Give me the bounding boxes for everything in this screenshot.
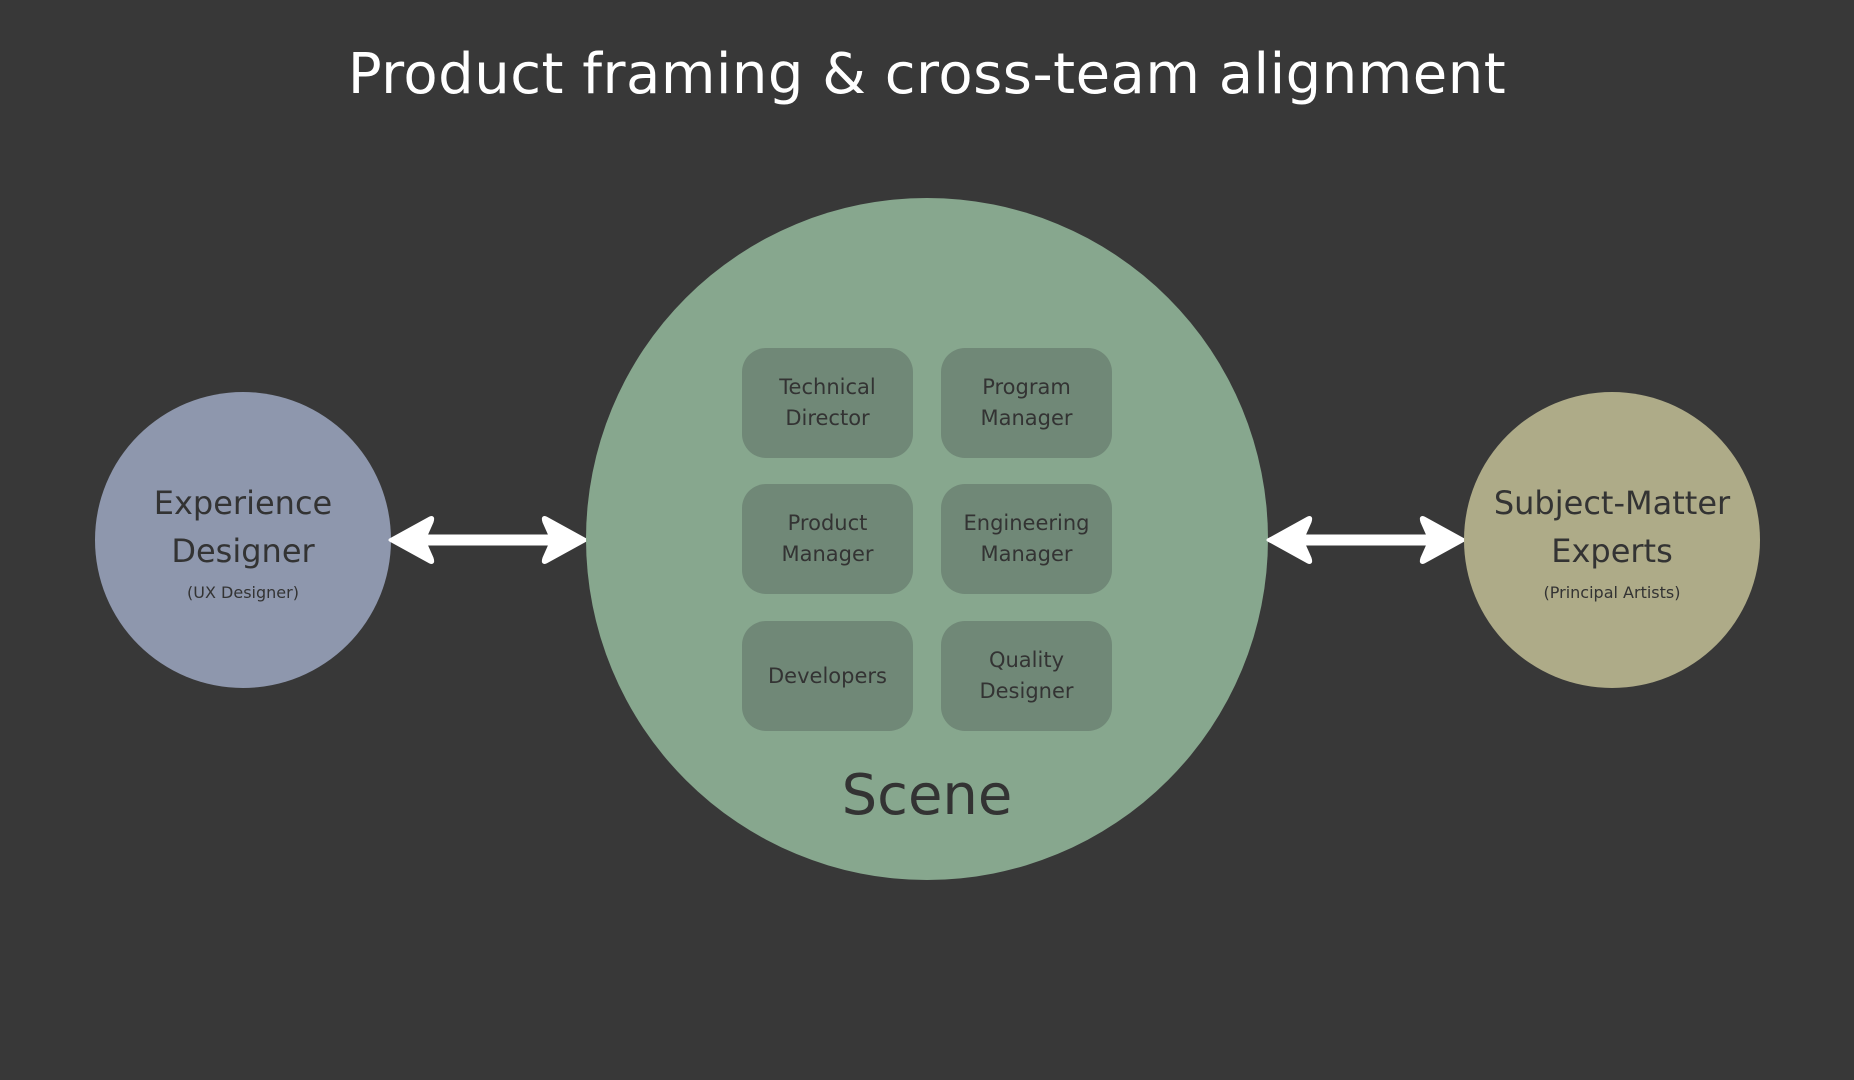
role-line-2: Manager [781, 542, 874, 566]
subject-matter-experts-node: Subject-Matter Experts (Principal Artist… [1464, 392, 1760, 688]
role-line-1: Developers [768, 663, 887, 688]
left-bidirectional-arrow [388, 516, 588, 564]
label-line-2: Experts [1551, 531, 1673, 570]
experience-designer-node: Experience Designer (UX Designer) [95, 392, 391, 688]
subject-matter-experts-label: Subject-Matter Experts [1494, 479, 1730, 575]
scene-label: Scene [841, 763, 1013, 828]
role-line-1: Quality [988, 648, 1065, 672]
label-line-2: Designer [171, 531, 315, 570]
experience-designer-subtitle: (UX Designer) [187, 582, 299, 602]
role-line-1: Product [787, 511, 868, 535]
diagram-title: Product framing & cross-team alignment [347, 42, 1507, 107]
role-line-1: Engineering [963, 511, 1090, 535]
role-line-2: Director [785, 406, 870, 430]
label-line-1: Subject-Matter [1493, 483, 1731, 522]
right-bidirectional-arrow [1266, 516, 1466, 564]
role-box-developers: Developers [742, 621, 913, 731]
role-line-2: Manager [980, 542, 1073, 566]
subject-matter-experts-subtitle: (Principal Artists) [1543, 582, 1681, 602]
role-line-1: Technical [779, 375, 876, 399]
label-line-1: Experience [153, 483, 333, 522]
role-line-1: Program [982, 375, 1071, 399]
role-line-2: Manager [980, 406, 1073, 430]
experience-designer-label: Experience Designer [154, 479, 332, 575]
role-line-2: Designer [979, 679, 1074, 703]
